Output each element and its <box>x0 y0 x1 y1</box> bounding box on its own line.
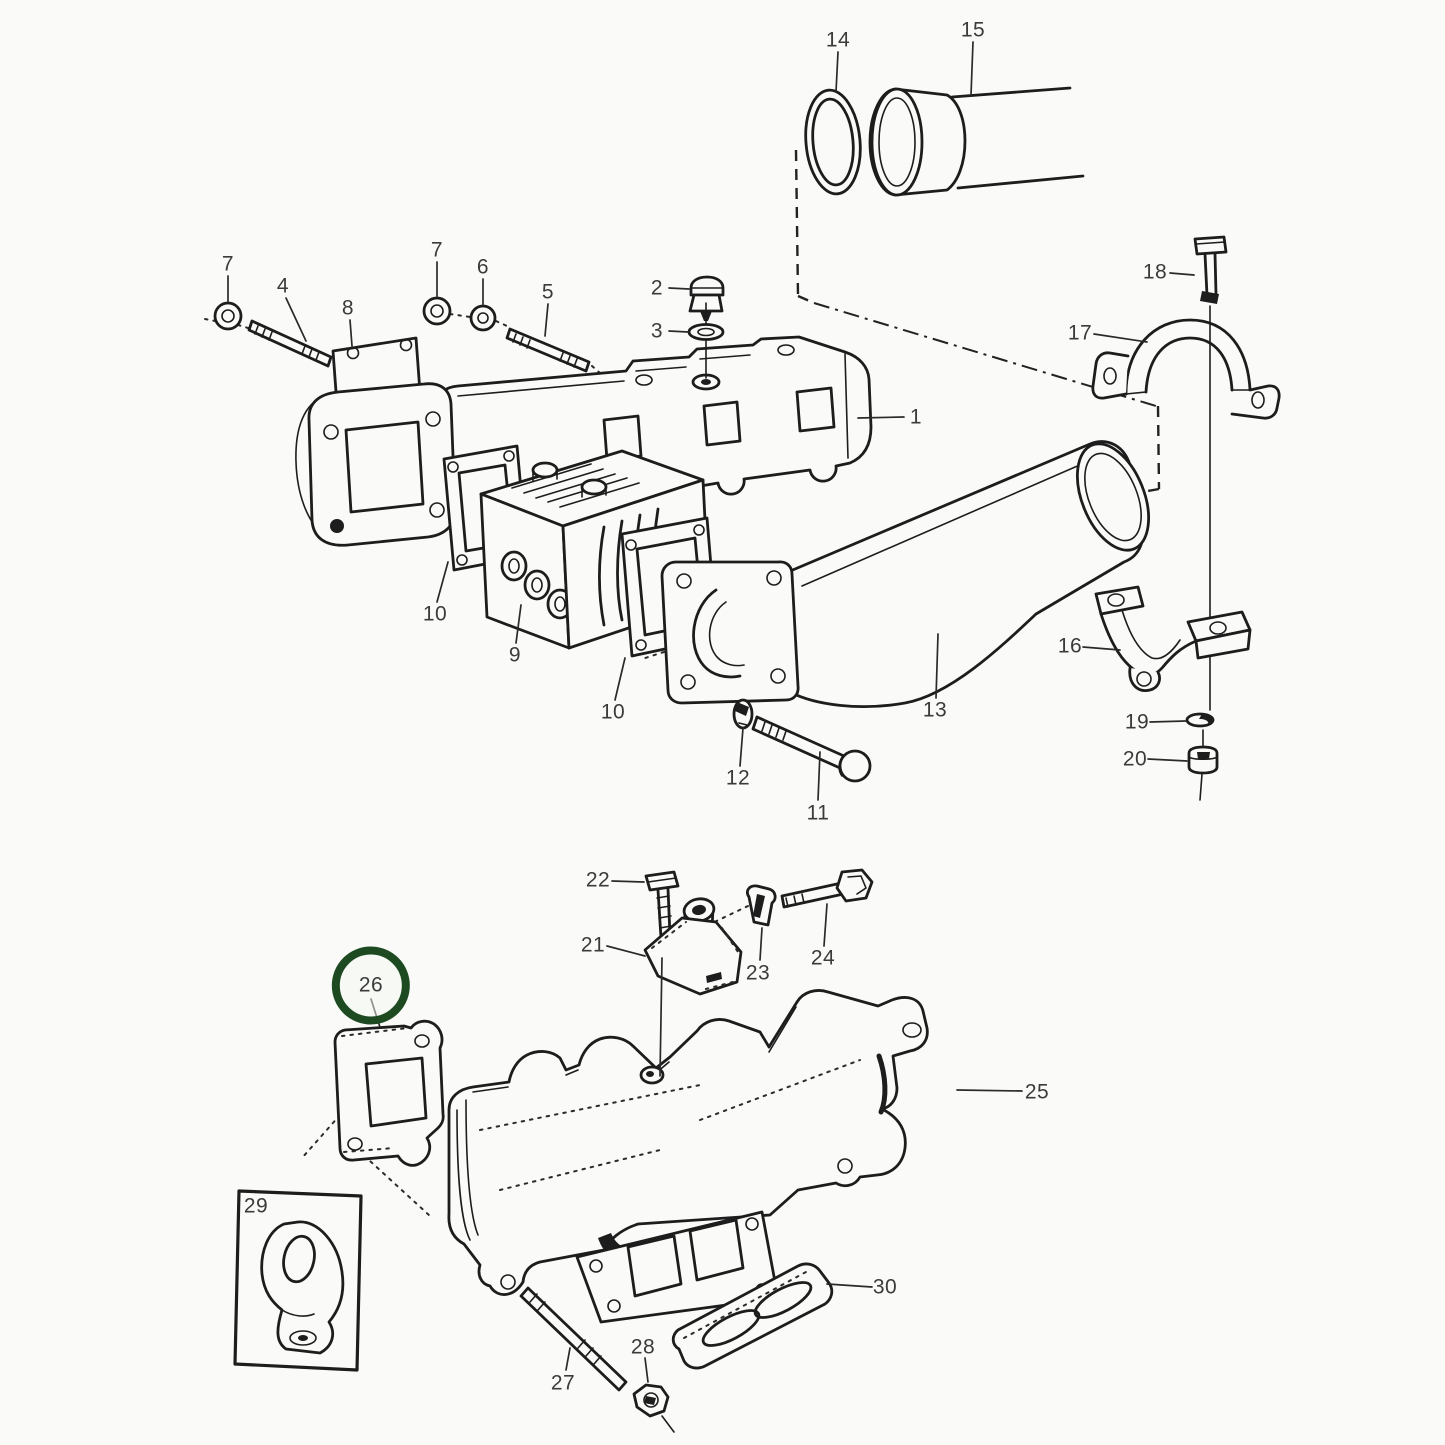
part-16-bracket <box>1094 585 1252 692</box>
part-callout-19: 19 <box>1124 710 1150 734</box>
part-11-bolt <box>751 715 872 783</box>
part-callout-16: 16 <box>1057 634 1083 658</box>
part-27-stud <box>519 1286 628 1392</box>
part-callout-20: 20 <box>1122 747 1148 771</box>
part-callout-1: 1 <box>909 405 923 429</box>
part-callout-15: 15 <box>960 18 986 42</box>
part-28-nut <box>632 1383 675 1433</box>
part-5-stud <box>505 327 591 373</box>
part-21-bracket <box>643 897 743 996</box>
part-17-pipe-clamp <box>1091 318 1281 420</box>
part-callout-10: 10 <box>422 602 448 626</box>
part-15-sleeve <box>868 86 1085 197</box>
part-callout-8: 8 <box>341 296 355 320</box>
manifold-end-flange <box>295 382 457 547</box>
part-callout-18: 18 <box>1142 260 1168 284</box>
part-2-cap <box>688 275 725 321</box>
part-7-nut-middle <box>422 296 452 326</box>
part-callout-28: 28 <box>630 1335 656 1359</box>
part-24-bolt <box>780 868 874 909</box>
part-callout-25: 25 <box>1024 1080 1050 1104</box>
exhaust-pipe-flange <box>660 560 800 705</box>
part-6-washer <box>469 304 497 332</box>
part-callout-10: 10 <box>600 700 626 724</box>
part-3-washer <box>687 302 725 379</box>
part-callout-17: 17 <box>1067 321 1093 345</box>
part-14-seal-ring <box>804 88 862 196</box>
part-callout-24: 24 <box>810 946 836 970</box>
part-callout-11: 11 <box>806 801 830 825</box>
part-13-exhaust-pipe <box>786 440 1150 708</box>
part-callout-9: 9 <box>508 643 522 667</box>
part-29-inset-box <box>233 1189 363 1372</box>
part-7-nut-left <box>213 301 243 331</box>
part-4-stud <box>247 319 333 368</box>
part-23-clamp <box>746 884 777 927</box>
part-20-nut <box>1187 745 1219 801</box>
part-callout-12: 12 <box>725 766 751 790</box>
part-callout-7: 7 <box>430 238 444 262</box>
part-callout-27: 27 <box>550 1371 576 1395</box>
part-callout-21: 21 <box>580 933 606 957</box>
part-callout-26: 26 <box>358 973 384 997</box>
part-26-gasket <box>333 1019 445 1167</box>
part-callout-6: 6 <box>476 255 490 279</box>
part-callout-29: 29 <box>243 1194 269 1218</box>
part-callout-13: 13 <box>922 698 948 722</box>
part-19-lock-washer <box>1185 712 1215 747</box>
part-12-clamp <box>732 698 754 730</box>
part-callout-22: 22 <box>585 868 611 892</box>
part-callout-2: 2 <box>650 276 664 300</box>
part-callout-14: 14 <box>825 28 851 52</box>
part-callout-7: 7 <box>221 252 235 276</box>
part-callout-3: 3 <box>650 319 664 343</box>
part-callout-4: 4 <box>276 274 290 298</box>
part-callout-23: 23 <box>745 961 771 985</box>
part-30-gasket <box>671 1262 834 1370</box>
part-callout-30: 30 <box>872 1275 898 1299</box>
part-callout-5: 5 <box>541 280 555 304</box>
